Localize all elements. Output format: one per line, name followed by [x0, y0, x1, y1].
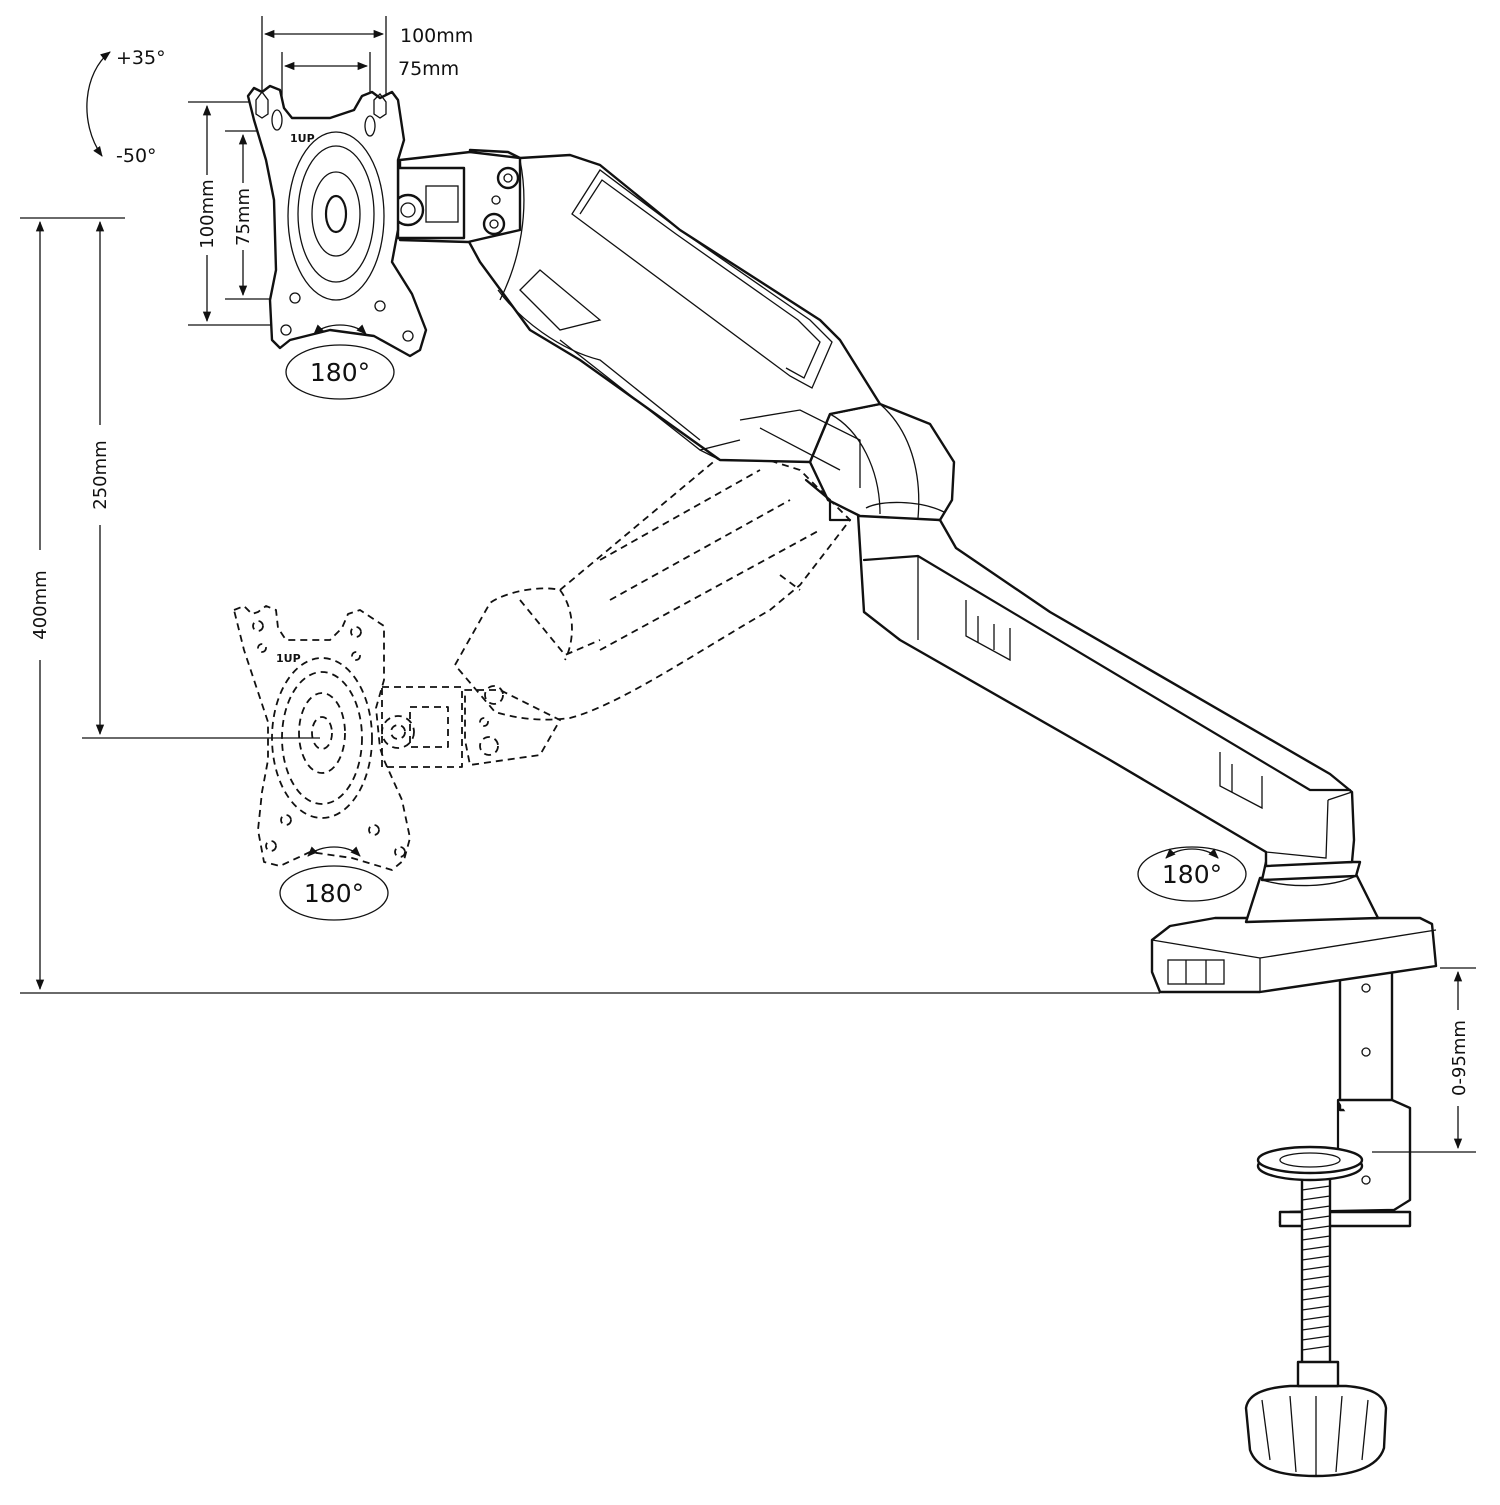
vesa-width-100-label: 100mm — [400, 25, 473, 47]
height-250-label: 250mm — [90, 440, 111, 509]
arm-base — [1150, 860, 1438, 994]
swivel-bottom-plate-label: 180° — [304, 879, 364, 908]
lowered-arm-position: 1UP — [233, 446, 852, 871]
desk-clamp — [1244, 968, 1412, 1478]
vesa-plate-outline — [246, 84, 428, 358]
swivel-base-label: 180° — [1162, 860, 1222, 889]
swivel-base: 180° — [1137, 846, 1247, 902]
upper-arm-top-panel — [571, 169, 833, 389]
height-400-label: 400mm — [30, 570, 51, 639]
lowered-vesa-plate — [233, 605, 411, 871]
upper-arm — [466, 148, 882, 522]
swivel-top-plate: 180° — [285, 324, 395, 400]
brand-mark-bottom: 1UP — [276, 652, 301, 665]
lowered-arm-body — [453, 446, 852, 721]
upper-arm-body — [466, 148, 882, 464]
swivel-bottom-plate: 180° — [279, 846, 389, 921]
clamp-range-label: 0-95mm — [1449, 1020, 1470, 1096]
brand-mark-top: 1UP — [290, 132, 315, 145]
main-arm — [856, 510, 1356, 868]
top-vesa-plate: 1UP — [246, 84, 428, 358]
elbow-joint — [808, 402, 956, 522]
tilt-down-label: -50° — [116, 145, 157, 167]
vesa-height-100-label: 100mm — [197, 179, 218, 248]
tilt-up-label: +35° — [116, 47, 166, 69]
tilt-indicator: +35° -50° — [86, 47, 166, 167]
vesa-height-dimensions: 100mm 75mm — [188, 101, 285, 326]
clamp-range-dimension: 0-95mm — [1372, 967, 1476, 1153]
main-arm-body — [856, 510, 1356, 868]
height-dimension-400: 400mm — [20, 217, 125, 991]
height-dimension-250: 250mm — [82, 220, 320, 739]
vesa-height-75-label: 75mm — [233, 188, 254, 246]
swivel-top-plate-label: 180° — [310, 358, 370, 387]
clamp-upright — [1338, 968, 1394, 1112]
vesa-width-75-label: 75mm — [398, 58, 459, 80]
base-plate — [1150, 916, 1438, 994]
upper-forearm-link — [391, 150, 522, 244]
